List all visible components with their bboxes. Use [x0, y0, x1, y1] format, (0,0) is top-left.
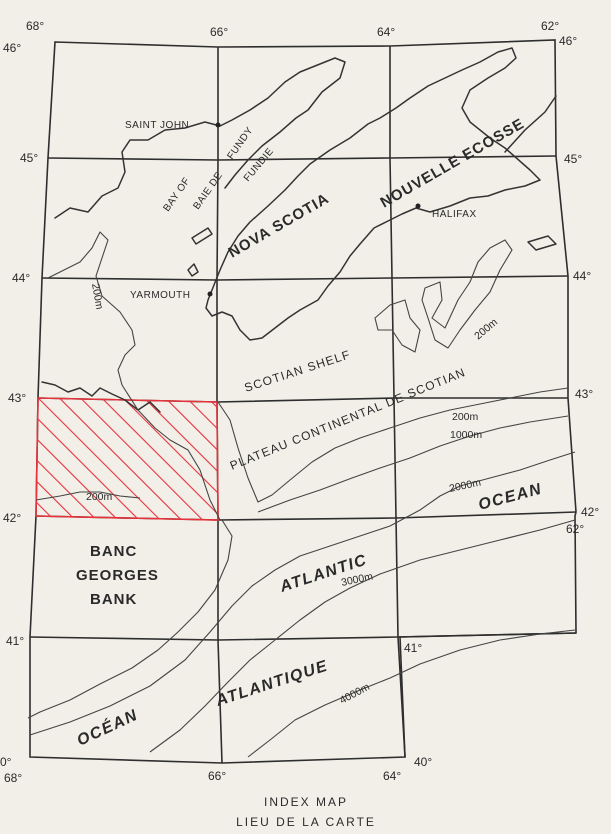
lon-62-top: 62° [541, 19, 559, 33]
contour-2000m [29, 451, 576, 736]
lon-64-bottom: 64° [383, 769, 401, 783]
contour-200m-georges [35, 491, 141, 501]
depth-200m-gulf: 200m [89, 282, 105, 310]
contour-1000m [27, 519, 233, 719]
depth-1000m: 1000m [450, 429, 482, 441]
depth-200m-shelf: 200m [452, 411, 479, 423]
banc-label: BANC [90, 543, 137, 560]
parallel-44 [41, 275, 569, 281]
lon-66-bottom: 66° [208, 769, 226, 783]
yarmouth-label: YARMOUTH [130, 290, 190, 301]
sable-island [527, 235, 557, 251]
lon-66-top: 66° [210, 25, 228, 39]
depth-200m-banks: 200m [472, 316, 500, 342]
lat-43-left: 43° [8, 391, 26, 405]
town-dots [207, 122, 421, 297]
lon-68-top: 68° [26, 19, 44, 33]
cape-breton-coast [504, 95, 557, 153]
lat-44-left: 44° [12, 271, 30, 285]
fundie-label: FUNDIE [242, 146, 276, 184]
ocean-label-fr: OCÉAN [74, 705, 141, 750]
lon-62-bottom: 62° [566, 522, 584, 536]
halifax-label: HALIFAX [432, 209, 477, 220]
lat-41-right: 41° [404, 641, 422, 655]
lat-43-right: 43° [575, 387, 593, 401]
lon-68-bottom: 68° [4, 771, 22, 785]
lat-42-left: 42° [3, 511, 21, 525]
contour-1000m-east [257, 415, 569, 513]
lat-46-left: 46° [3, 41, 21, 55]
fundy-island-2 [187, 263, 199, 277]
depth-4000m: 4000m [338, 681, 372, 707]
ocean-label-en: OCEAN [477, 481, 544, 514]
yarmouth-dot [207, 291, 213, 297]
maine-coast [41, 381, 161, 413]
bay-of-label: BAY OF [161, 176, 192, 214]
lat-44-right: 44° [573, 269, 591, 283]
caption-lieu-de-la-carte: LIEU DE LA CARTE [236, 815, 376, 829]
contour-4000m [247, 629, 576, 758]
lat-46-right: 46° [559, 34, 577, 48]
lat-45-right: 45° [564, 152, 582, 166]
contour-200m-shelf [217, 387, 569, 503]
contour-200m-gulf [47, 231, 221, 521]
depth-200m-georges: 200m [86, 491, 113, 503]
caption-index-map: INDEX MAP [264, 795, 348, 809]
coordinate-labels: 68° 66° 64° 62° 46° 46° 45° 45° 44° 44° … [0, 19, 599, 785]
saint-john-label: SAINT JOHN [125, 120, 189, 131]
new-brunswick-coast [54, 57, 346, 219]
coastlines [41, 47, 557, 413]
atlantique-label: ATLANTIQUE [213, 658, 330, 711]
lat-45-left: 45° [20, 151, 38, 165]
map-caption: INDEX MAP LIEU DE LA CARTE [236, 795, 376, 829]
lat-0-left: 0° [0, 755, 12, 769]
lat-41-left: 41° [6, 634, 24, 648]
nova-scotia-label: NOVA SCOTIA [226, 190, 333, 261]
halifax-dot [415, 203, 421, 209]
lat-40-right: 40° [414, 755, 432, 769]
nouvelle-ecosse-label: NOUVELLE ECOSSE [378, 115, 528, 211]
lon-64-top: 64° [377, 25, 395, 39]
bank-label: BANK [90, 591, 137, 608]
contour-200m-banks [374, 239, 513, 353]
baie-de-label: BAIE DE [191, 170, 225, 212]
georges-label: GEORGES [76, 567, 159, 584]
lat-42-right: 42° [581, 505, 599, 519]
contours [27, 231, 576, 758]
index-area-hatch [35, 397, 219, 521]
parallel-41 [29, 632, 577, 641]
contour-3000m [149, 519, 576, 753]
nova-scotia-coast [205, 47, 541, 341]
scotian-shelf-label: SCOTIAN SHELF [243, 347, 353, 395]
depth-2000m: 2000m [448, 476, 482, 494]
parallel-45 [47, 155, 557, 161]
fundy-island-1 [191, 227, 213, 245]
saint-john-dot [215, 122, 221, 128]
